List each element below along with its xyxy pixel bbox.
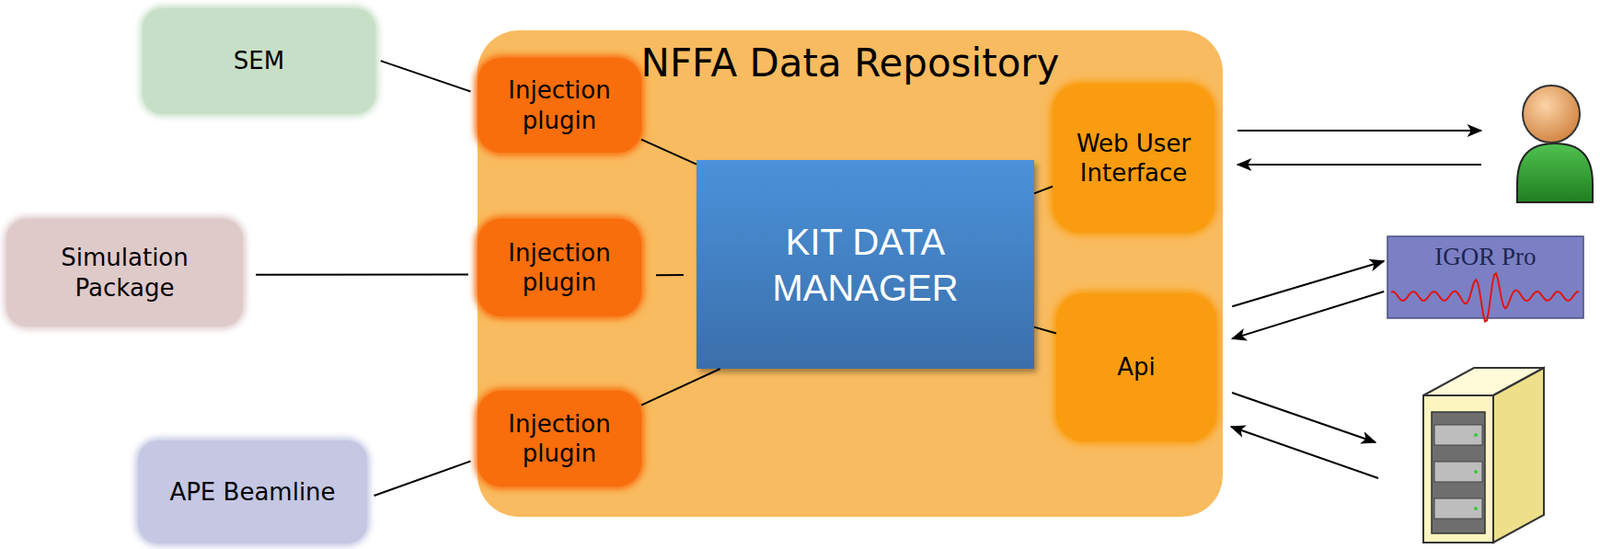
logo-wave xyxy=(1391,273,1579,322)
node-label: APE Beamline xyxy=(169,477,335,508)
arrow-line xyxy=(1237,129,1482,132)
connector xyxy=(380,60,472,92)
container-title: NFFA Data Repository xyxy=(641,39,1060,89)
arrow-line xyxy=(1237,163,1482,166)
node-label: Injection plugin xyxy=(484,75,634,136)
server-front xyxy=(1423,395,1494,543)
user-body xyxy=(1517,143,1593,203)
user-head xyxy=(1522,85,1580,143)
server-rack xyxy=(1431,412,1485,534)
server-side xyxy=(1493,368,1544,543)
core-box: KIT DATA MANAGER xyxy=(696,160,1035,369)
node-label: Injection plugin xyxy=(484,409,634,470)
connector xyxy=(641,368,721,406)
server-light xyxy=(1473,506,1478,511)
server-icon xyxy=(1423,368,1544,543)
server-unit xyxy=(1434,461,1483,483)
node-label: Injection plugin xyxy=(484,238,634,299)
server-light xyxy=(1473,470,1478,474)
interface-box: Web User Interface xyxy=(1052,83,1215,233)
node-label: Web User Interface xyxy=(1059,128,1208,189)
connector xyxy=(255,273,469,276)
logo-ground xyxy=(1387,236,1584,319)
source-box: Simulation Package xyxy=(6,218,243,327)
connector xyxy=(1034,186,1053,195)
source-box: APE Beamline xyxy=(138,440,368,544)
source-box: SEM xyxy=(142,8,376,115)
plugin-box: Injection plugin xyxy=(477,391,642,487)
connector xyxy=(656,274,684,277)
connector xyxy=(1231,291,1384,339)
server-light xyxy=(1473,433,1478,438)
node-label: Api xyxy=(1116,352,1156,383)
connector xyxy=(1231,261,1384,307)
repository-container: NFFA Data RepositoryInjection pluginInje… xyxy=(477,30,1223,518)
connector xyxy=(1034,327,1057,334)
node-label: KIT DATA MANAGER xyxy=(703,218,1027,311)
server-unit xyxy=(1434,425,1483,446)
interface-box: Api xyxy=(1056,293,1217,442)
node-label: Simulation Package xyxy=(13,242,236,303)
node-label: IGOR Pro xyxy=(1434,241,1536,274)
logo-box: IGOR Pro xyxy=(1387,236,1584,319)
server-unit xyxy=(1434,498,1483,519)
arrow-line xyxy=(1231,426,1379,479)
connector xyxy=(641,139,697,165)
node-label: SEM xyxy=(233,46,285,77)
connector xyxy=(374,461,472,496)
user-icon xyxy=(1517,85,1593,203)
plugin-box: Injection plugin xyxy=(477,218,642,317)
plugin-box: Injection plugin xyxy=(477,57,642,153)
